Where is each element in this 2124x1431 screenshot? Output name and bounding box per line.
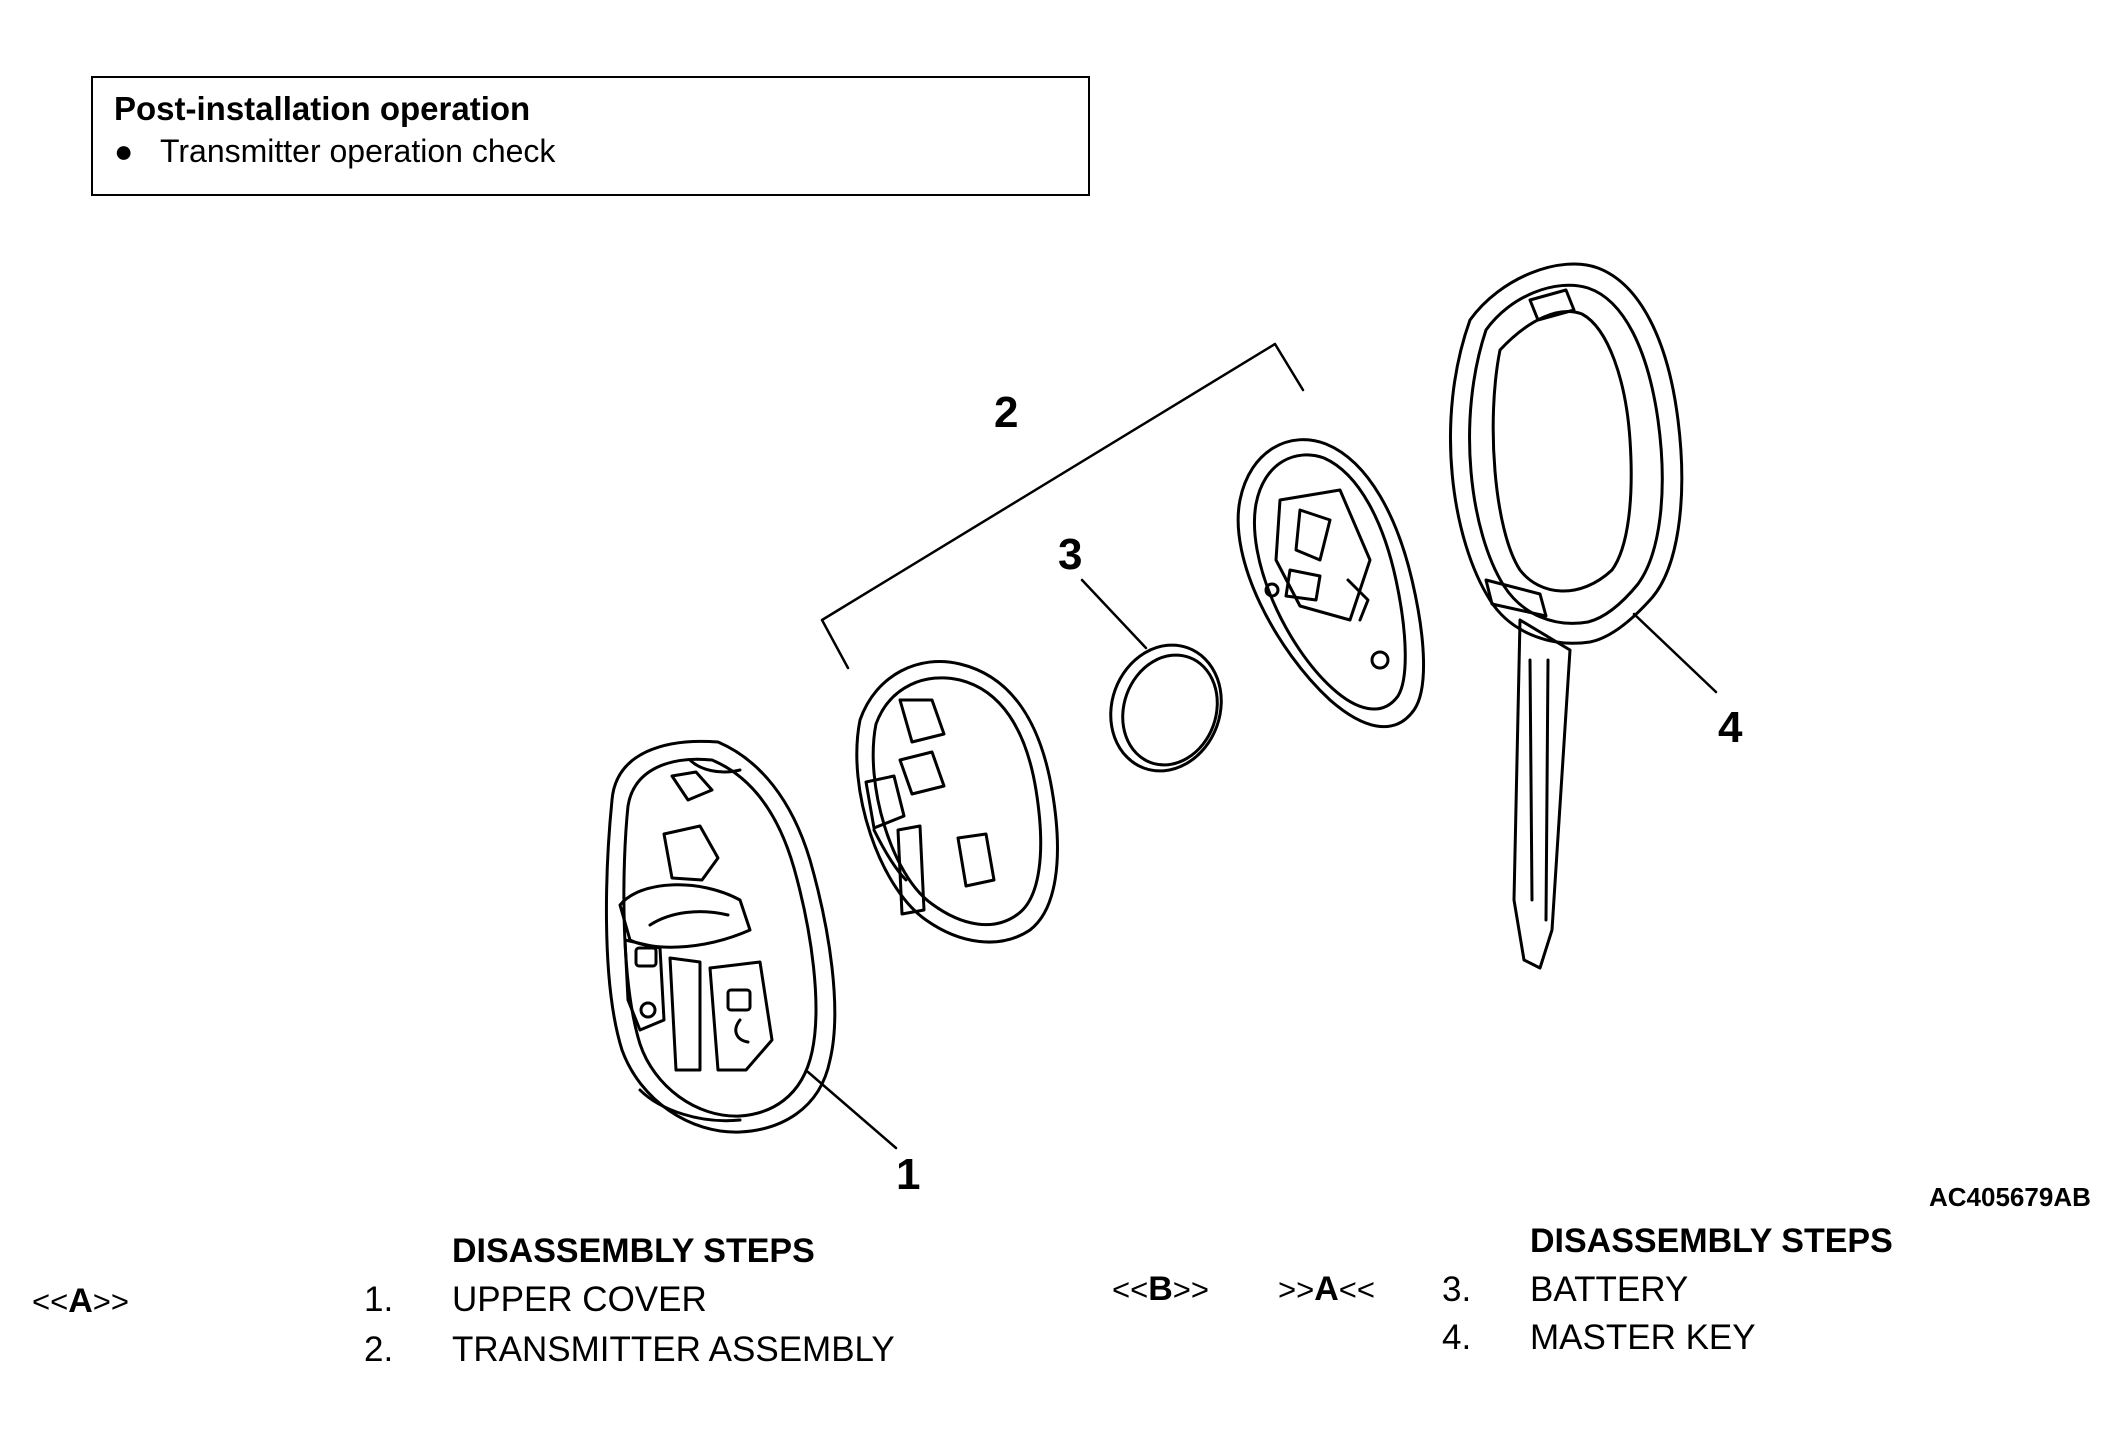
steps-left-heading: DISASSEMBLY STEPS	[452, 1232, 815, 1270]
step-code-b: <<B>>	[1112, 1270, 1209, 1308]
step-label: UPPER COVER	[452, 1280, 707, 1319]
step-code-a: <<A>>	[32, 1282, 129, 1320]
master-key-part	[1449, 262, 1684, 970]
step-number: 4.	[1442, 1318, 1472, 1357]
leader-line-3	[1080, 578, 1148, 650]
step-number: 2.	[364, 1330, 394, 1369]
bullet-icon: ●	[114, 133, 134, 169]
step-code-a-reverse: >>A<<	[1278, 1270, 1375, 1308]
step-label: TRANSMITTER ASSEMBLY	[452, 1330, 895, 1369]
transmitter-assembly-part	[820, 342, 1305, 944]
upper-cover-part	[604, 739, 837, 1134]
callout-2: 2	[994, 388, 1019, 437]
post-installation-box: Post-installation operation ● Transmitter…	[91, 76, 1090, 196]
callout-3: 3	[1058, 530, 1083, 579]
leader-line-4	[1632, 612, 1718, 694]
note-item-text: Transmitter operation check	[160, 133, 556, 169]
note-item: ● Transmitter operation check	[114, 133, 555, 170]
figure-id: AC405679AB	[1929, 1182, 2091, 1212]
leader-line-1	[806, 1070, 898, 1150]
steps-right-heading: DISASSEMBLY STEPS	[1530, 1222, 1893, 1260]
battery-part	[1109, 643, 1223, 773]
note-title: Post-installation operation	[114, 90, 531, 127]
callout-1: 1	[896, 1150, 921, 1199]
step-number: 1.	[364, 1280, 394, 1319]
transmitter-case-part	[1236, 438, 1425, 729]
callout-4: 4	[1718, 703, 1743, 752]
step-label: BATTERY	[1530, 1270, 1689, 1309]
step-number: 3.	[1442, 1270, 1472, 1309]
step-label: MASTER KEY	[1530, 1318, 1756, 1357]
